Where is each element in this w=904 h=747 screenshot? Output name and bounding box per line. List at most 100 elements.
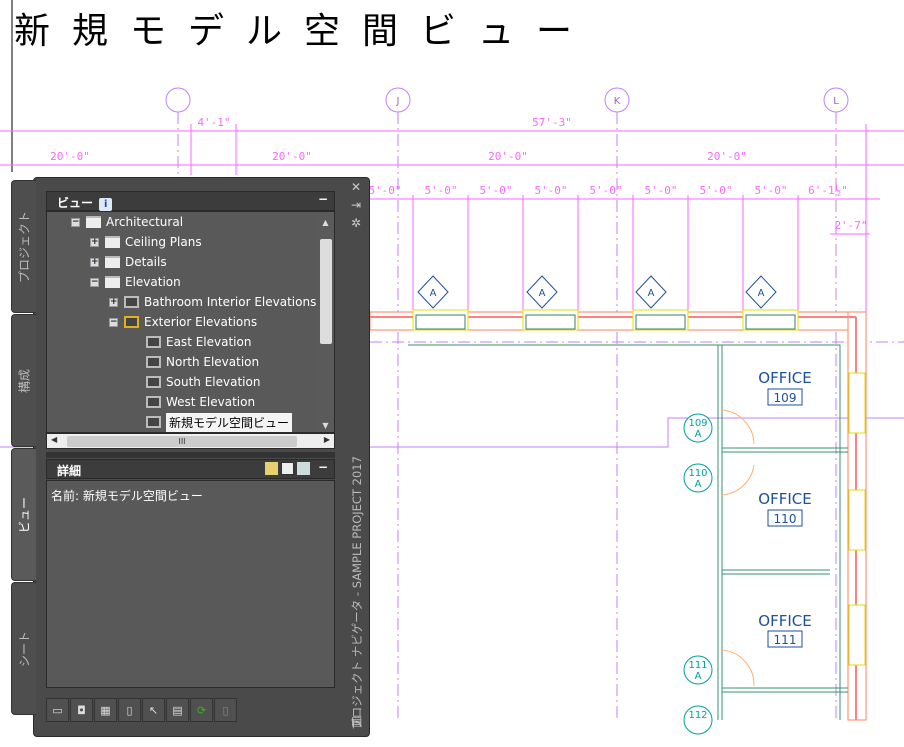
tree-node-east-elevation[interactable]: East Elevation xyxy=(146,332,251,352)
room-name: OFFICE xyxy=(758,369,811,387)
view-icon xyxy=(146,416,161,428)
view-icon xyxy=(146,356,161,368)
dimension-lines xyxy=(0,124,904,320)
autohide-icon[interactable]: ⇥ xyxy=(351,198,362,212)
door-tag: 109 xyxy=(688,418,707,429)
room-number: 111 xyxy=(774,633,797,647)
grid-bubble: J xyxy=(396,96,400,107)
dim-label: 6'-1½" xyxy=(808,184,848,197)
tree-node-west-elevation[interactable]: West Elevation xyxy=(146,392,255,412)
info-icon[interactable]: i xyxy=(99,198,113,211)
tree-node-label: Bathroom Interior Elevations xyxy=(144,295,317,309)
disabled-button: ▯ xyxy=(214,698,237,722)
interior-partitions xyxy=(408,344,848,720)
new-view-button[interactable]: ◘ xyxy=(70,698,93,722)
window-tag-label: A xyxy=(648,288,655,299)
tab-label: プロジェクト xyxy=(17,210,32,283)
tab-views[interactable]: ビュー xyxy=(11,448,36,581)
room-number: 110 xyxy=(774,512,797,526)
dim-label: 5'-0" xyxy=(368,184,401,197)
window-tag-label: A xyxy=(430,288,437,299)
collapse-icon[interactable]: − xyxy=(90,276,99,287)
project-navigator-palette: プロジェクト 構成 ビュー シート ビュー i − −Architectural… xyxy=(11,177,370,737)
collapse-icon[interactable]: − xyxy=(109,316,118,327)
repath-button[interactable]: ↖ xyxy=(142,698,165,722)
expand-icon[interactable]: + xyxy=(109,296,118,307)
tree-node-label: East Elevation xyxy=(166,335,252,349)
locked-elevation-group-icon xyxy=(124,316,139,328)
preview-icon[interactable] xyxy=(297,462,310,475)
elevation-group-icon xyxy=(124,296,139,308)
dim-label: 20'-0" xyxy=(50,150,90,163)
window-tag xyxy=(635,275,667,309)
door-tag: 110 xyxy=(688,468,707,479)
tab-project[interactable]: プロジェクト xyxy=(11,180,36,313)
views-tree[interactable]: −Architectural +Ceiling Plans + Details −… xyxy=(46,211,335,433)
minimize-details-button[interactable]: − xyxy=(317,460,328,474)
details-panel: 名前: 新規モデル空間ビュー xyxy=(46,480,335,688)
door-tag-sub: A xyxy=(695,429,702,440)
dim-label: 2'-7" xyxy=(834,219,867,232)
close-icon[interactable]: ✕ xyxy=(351,180,362,194)
tree-node-bathroom-interior-elevations[interactable]: + Bathroom Interior Elevations xyxy=(109,292,316,312)
tab-sheets[interactable]: シート xyxy=(11,582,36,715)
palette-icon: ▤ xyxy=(351,714,363,728)
tab-label: 構成 xyxy=(17,368,32,393)
tree-node-architectural[interactable]: −Architectural xyxy=(71,212,183,232)
scroll-up-icon[interactable]: ▲ xyxy=(322,218,329,227)
grid-bubble: L xyxy=(833,96,839,107)
tree-node-south-elevation[interactable]: South Elevation xyxy=(146,372,260,392)
view-icon xyxy=(146,396,161,408)
tree-node-ceiling-plans[interactable]: +Ceiling Plans xyxy=(90,232,202,252)
expand-icon[interactable]: + xyxy=(90,256,99,267)
vertical-scrollbar[interactable]: ▲ ▼ xyxy=(317,212,334,432)
grid-bubble: K xyxy=(614,96,621,107)
collapse-icon[interactable]: − xyxy=(71,216,80,227)
minimize-views-button[interactable]: − xyxy=(317,192,328,206)
clipboard-button[interactable]: ▯ xyxy=(118,698,141,722)
palette-title-strip[interactable]: ✕ ⇥ ✲ プロジェクト ナビゲータ - SAMPLE PROJECT 2017… xyxy=(344,178,370,736)
exterior-wall xyxy=(369,309,867,721)
scroll-grip: III xyxy=(178,437,186,446)
expand-icon[interactable]: + xyxy=(90,236,99,247)
tree-node-exterior-elevations[interactable]: −Exterior Elevations xyxy=(109,312,257,332)
palette-title: プロジェクト ナビゲータ - SAMPLE PROJECT 2017 xyxy=(350,456,364,730)
dim-label: 57'-3" xyxy=(532,116,572,129)
tree-node-label: South Elevation xyxy=(166,375,261,389)
tree-node-north-elevation[interactable]: North Elevation xyxy=(146,352,259,372)
window-tag xyxy=(417,275,449,309)
tree-node-new-model-space-view[interactable]: 新規モデル空間ビュー xyxy=(146,412,293,432)
scroll-down-icon[interactable]: ▼ xyxy=(322,421,329,430)
schedule-icon[interactable] xyxy=(265,462,278,475)
dim-label: 5'-0" xyxy=(424,184,457,197)
scroll-left-icon[interactable]: ◀ xyxy=(51,435,58,444)
horizontal-scrollbar[interactable]: ◀ III ▶ xyxy=(46,433,335,449)
layout-button[interactable]: ▤ xyxy=(166,698,189,722)
view-icon xyxy=(146,376,161,388)
tree-node-label: Details xyxy=(125,255,167,269)
refresh-icon[interactable]: ⟳ xyxy=(190,698,213,722)
dim-label: 5'-0" xyxy=(589,184,622,197)
splitter-handle[interactable] xyxy=(46,452,335,458)
scroll-right-icon[interactable]: ▶ xyxy=(323,435,330,444)
properties-icon[interactable]: ✲ xyxy=(351,216,362,230)
scroll-thumb[interactable]: III xyxy=(67,436,297,447)
views-toolbar: ▭ ◘ ▦ ▯ ↖ ▤ ⟳ ▯ xyxy=(46,698,237,722)
regenerate-view-button[interactable]: ▦ xyxy=(94,698,117,722)
views-header-label: ビュー xyxy=(57,196,94,210)
scroll-thumb[interactable] xyxy=(320,239,332,344)
list-icon[interactable] xyxy=(281,462,294,475)
details-header: 詳細 − xyxy=(46,459,335,479)
tab-constructs[interactable]: 構成 xyxy=(11,314,36,447)
tree-node-elevation[interactable]: −Elevation xyxy=(90,272,181,292)
room-name: OFFICE xyxy=(758,612,811,630)
window-tag-label: A xyxy=(758,288,765,299)
door-tag-sub: A xyxy=(695,479,702,490)
tree-node-details[interactable]: + Details xyxy=(90,252,167,272)
details-header-label: 詳細 xyxy=(57,464,82,478)
dim-label: 5'-0" xyxy=(534,184,567,197)
dim-label: 4'-1" xyxy=(197,116,230,129)
dim-label: 5'-0" xyxy=(479,184,512,197)
new-category-button[interactable]: ▭ xyxy=(46,698,69,722)
